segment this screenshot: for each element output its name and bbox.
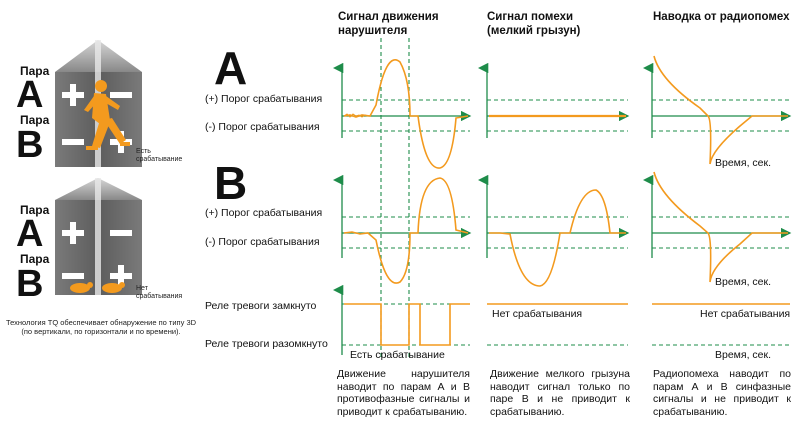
time-label-relay: Время, сек. (715, 349, 772, 361)
intruder-description: Движение нарушителя наводит по парам А и… (337, 368, 470, 418)
signal-b-radio (653, 171, 788, 283)
row-b-lower-threshold: (-) Порог срабатывания (205, 236, 320, 248)
intruder-icon (84, 80, 130, 150)
row-b-upper-threshold: (+) Порог срабатывания (205, 207, 323, 219)
relay-closed-label: Реле тревоги замкнуто (205, 300, 317, 312)
row-a-upper-threshold: (+) Порог срабатывания (205, 93, 323, 105)
relay-intruder (344, 303, 470, 346)
sensor-a-status: Есть срабатывание (136, 148, 183, 163)
sensor-illustrations (55, 40, 142, 295)
sensor-b-pair-a-letter: A (16, 213, 44, 255)
signal-b-intruder (343, 177, 469, 284)
time-label-row-a: Время, сек. (715, 157, 772, 169)
row-b-letter: B (214, 157, 248, 209)
time-label-row-b: Время, сек. (715, 276, 772, 288)
relay-intruder-result: Есть срабатывание (350, 349, 445, 361)
noise-column-header: Сигнал помехи (мелкий грызун) (487, 11, 581, 37)
sensor-b-pair-b-label: Пара (20, 252, 50, 266)
sensor-a-pair-b-letter: B (16, 124, 44, 166)
rodent-icon (70, 282, 125, 293)
radio-column-header: Наводка от радиопомех (653, 11, 790, 23)
signal-a-radio (653, 55, 788, 165)
relay-open-label: Реле тревоги разомкнуто (205, 338, 328, 350)
relay-radio-result: Нет срабатывания (700, 308, 791, 320)
row-a-lower-threshold: (-) Порог срабатывания (205, 121, 320, 133)
sensor-a-pair-a-label: Пара (20, 64, 50, 78)
intruder-column-header: Сигнал движения нарушителя (338, 11, 439, 37)
sensor-a-illustration (55, 40, 142, 167)
relay-noise-result: Нет срабатывания (492, 308, 583, 320)
signal-a-intruder (343, 59, 469, 169)
row-a-letter: A (214, 42, 248, 94)
sensor-b-illustration (55, 178, 142, 295)
sensor-b-status: Нет срабатывания (136, 285, 183, 300)
sensor-b-pair-b-letter: B (16, 263, 44, 305)
noise-description: Движение мелкого грызуна наводит сигнал … (490, 368, 630, 418)
sensor-b-pair-a-label: Пара (20, 203, 50, 217)
signal-b-noise (489, 189, 626, 287)
sensor-a-pair-a-letter: A (16, 74, 44, 116)
radio-description: Радиопомеха наводит по парам А и В синфа… (653, 368, 791, 418)
technology-note: Технология TQ обеспечивает обнаружение п… (5, 318, 197, 336)
sensor-a-pair-b-label: Пара (20, 113, 50, 127)
